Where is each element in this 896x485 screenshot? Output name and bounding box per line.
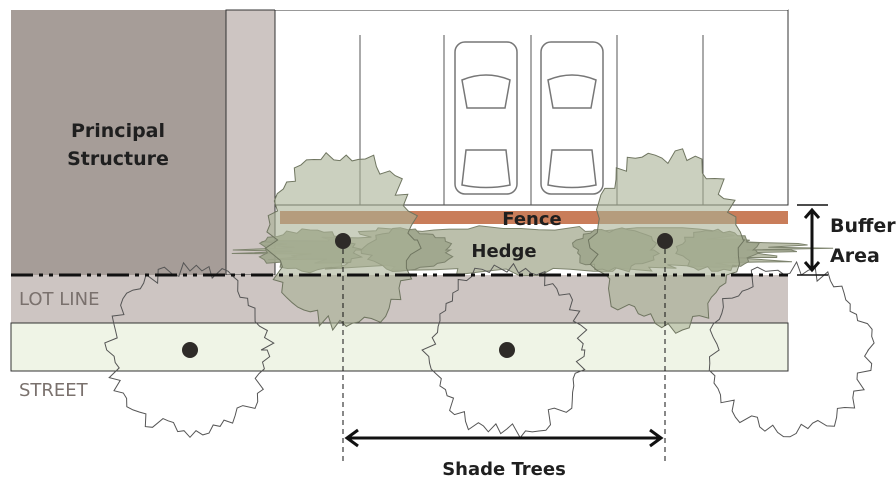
street-trees bbox=[104, 260, 875, 439]
shade-trees-dimension-arrow bbox=[344, 428, 664, 448]
shade-trees-label: Shade Trees bbox=[442, 459, 566, 480]
principal-structure-label: Principal bbox=[71, 120, 165, 142]
street-tree-canopy bbox=[708, 260, 875, 438]
street-tree-canopy bbox=[104, 261, 275, 439]
street-strip bbox=[10, 322, 789, 372]
lot-line-label: LOT LINE bbox=[19, 289, 99, 310]
tree-trunk bbox=[335, 233, 351, 249]
street-label: STREET bbox=[19, 380, 89, 401]
buffer-area-label: Buffer bbox=[830, 215, 896, 237]
hedge-label: Hedge bbox=[471, 241, 536, 262]
buffer-dimension-arrow bbox=[797, 204, 828, 276]
street-tree-canopy bbox=[421, 262, 588, 439]
buffer-area-label: Area bbox=[830, 245, 880, 267]
tree-trunk bbox=[499, 342, 515, 358]
principal-structure-label: Structure bbox=[67, 148, 169, 170]
parking-lot bbox=[274, 0, 789, 206]
fence-label: Fence bbox=[502, 209, 561, 230]
car-icon bbox=[540, 41, 604, 195]
side-yard bbox=[225, 9, 276, 276]
tree-trunk bbox=[657, 233, 673, 249]
principal-structure bbox=[11, 10, 226, 275]
tree-trunk bbox=[182, 342, 198, 358]
car-icon bbox=[454, 41, 518, 195]
